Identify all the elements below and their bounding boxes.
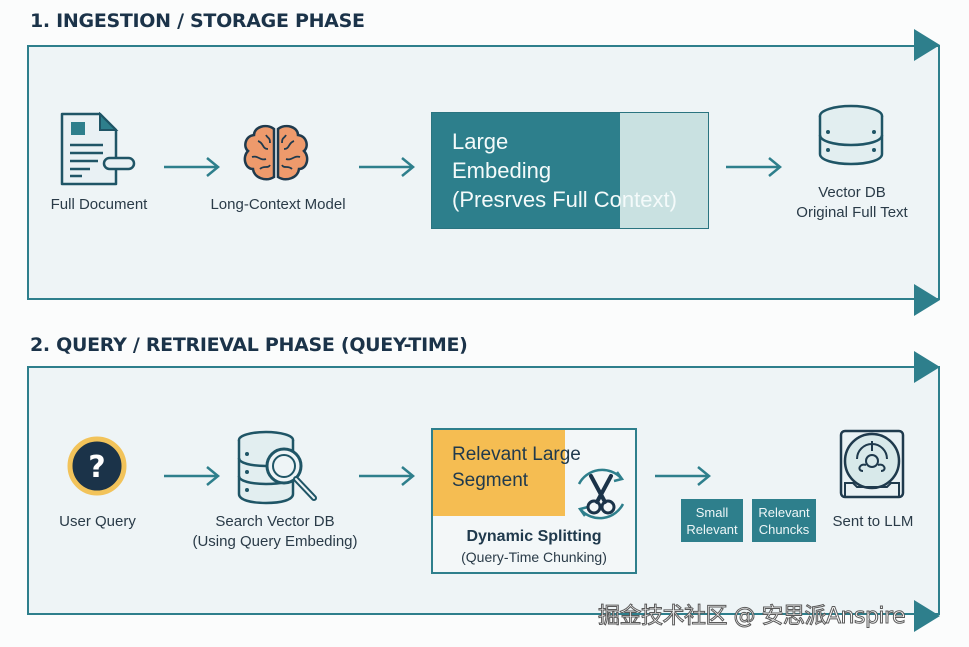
segment-line: Relevant Large: [452, 444, 581, 465]
embedding-context-region: [620, 113, 708, 228]
search-db-line: Search Vector DB: [215, 513, 335, 530]
full-document-label: Full Document: [50, 196, 148, 213]
question-glyph: ?: [88, 450, 105, 485]
brain-icon: [243, 124, 309, 181]
right-arrow-icon: [655, 466, 711, 486]
relevant-segment-block: [433, 430, 565, 516]
relevant-chunks-chunk: Relevant Chuncks: [752, 499, 816, 542]
flow-arrowhead: [914, 600, 940, 632]
vector-db-line: Vector DB: [818, 184, 886, 201]
chunk-line: Relevant: [686, 521, 738, 537]
embedding-line: Large: [452, 129, 509, 154]
user-query-label: User Query: [59, 513, 136, 530]
database-search-icon: [237, 430, 317, 505]
scissors-icon: [577, 468, 625, 520]
embedding-line: (Presrves Full Context): [452, 187, 677, 212]
flow-arrowhead: [914, 284, 940, 316]
flow-arrowhead: [914, 351, 940, 383]
vector-db-label: Vector DB Original Full Text: [782, 183, 922, 223]
embedding-line: Embeding: [452, 158, 552, 183]
dynamic-splitting-box: Relevant Large Segment Dynamic Splitting…: [431, 428, 637, 574]
watermark: 掘金技术社区 @ 安思派Anspire: [597, 604, 906, 630]
right-arrow-icon: [359, 466, 415, 486]
segment-line: Segment: [452, 470, 529, 491]
right-arrow-icon: [164, 466, 220, 486]
dynamic-splitting-title: Dynamic Splitting: [466, 528, 602, 545]
sent-to-llm-label: Sent to LLM: [832, 513, 914, 530]
question-icon: ?: [67, 436, 127, 496]
vector-db-line: Original Full Text: [796, 204, 908, 221]
database-icon: [818, 104, 884, 166]
right-arrow-icon: [164, 157, 220, 177]
llm-icon: [839, 429, 905, 499]
small-relevant-chunk: Small Relevant: [681, 499, 743, 542]
search-vector-db-label: Search Vector DB (Using Query Embeding): [186, 512, 364, 552]
dynamic-splitting-label: Dynamic Splitting (Query-Time Chunking): [433, 526, 635, 566]
chunk-line: Chuncks: [758, 521, 810, 537]
chunk-line: Small: [695, 504, 729, 520]
document-icon: [60, 112, 136, 186]
large-embedding-block: Large Embeding (Presrves Full Context): [431, 112, 709, 229]
dynamic-splitting-subtitle: (Query-Time Chunking): [461, 549, 607, 565]
large-embedding-text: Large Embeding (Presrves Full Context): [452, 127, 677, 214]
search-db-line: (Using Query Embeding): [192, 533, 358, 550]
phase-2-title: 2. QUERY / RETRIEVAL PHASE (QUEY-TIME): [30, 334, 468, 356]
long-context-model-label: Long-Context Model: [210, 196, 346, 213]
chunk-line: Relevant: [758, 504, 810, 520]
right-arrow-icon: [359, 157, 415, 177]
right-arrow-icon: [726, 157, 782, 177]
phase-1-title: 1. INGESTION / STORAGE PHASE: [30, 10, 365, 32]
relevant-large-segment-text: Relevant Large Segment: [452, 442, 581, 494]
flow-arrowhead: [914, 29, 940, 61]
